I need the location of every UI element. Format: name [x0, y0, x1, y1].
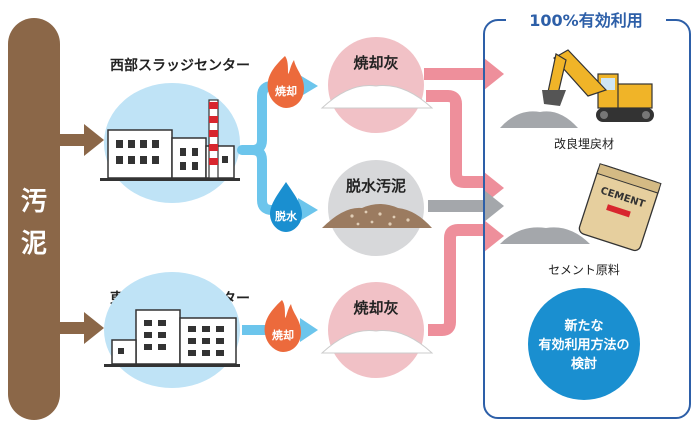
cement-material-label: セメント原料 — [548, 263, 620, 277]
west-center-illustration — [100, 83, 240, 203]
west-center-label: 西部スラッジセンター — [110, 57, 250, 74]
west-ash-label: 焼却灰 — [353, 54, 398, 72]
utilization-title: 100%有効利用 — [529, 11, 642, 30]
sludge-arrow-west — [58, 124, 104, 156]
east-center-illustration — [104, 272, 240, 388]
new-methods-line-1: 新たな — [564, 318, 603, 334]
cement-bag-icon: CEMENT — [500, 163, 662, 252]
flame-icon: 焼却 — [264, 300, 301, 352]
sludge-label-2: 泥 — [21, 229, 47, 259]
sludge-trunk: 汚 泥 — [8, 18, 60, 420]
incineration-label-east: 焼却 — [272, 328, 294, 342]
ash-to-cement-arrow — [426, 90, 504, 204]
soil-improvement-label: 改良埋戻材 — [554, 136, 614, 151]
dewatered-sludge-circle: 脱水汚泥 — [322, 160, 432, 256]
new-methods-line-2: 有効利用方法の — [538, 337, 629, 353]
new-methods-line-3: 検討 — [571, 356, 597, 372]
east-ash-to-cement-arrow — [428, 220, 504, 336]
dewatered-to-cement-arrow — [428, 190, 504, 222]
west-dewater-arrowhead — [298, 198, 318, 222]
utilization-frame: 100%有効利用 — [483, 10, 691, 419]
dewatered-sludge-label: 脱水汚泥 — [346, 177, 406, 195]
dewatering-label: 脱水 — [275, 209, 298, 223]
west-ash-circle: 焼却灰 — [320, 37, 434, 133]
new-methods-circle: 新たな 有効利用方法の 検討 — [528, 288, 640, 400]
excavator-icon — [500, 49, 654, 128]
water-drop-icon: 脱水 — [270, 182, 302, 232]
east-ash-label: 焼却灰 — [353, 299, 398, 317]
sludge-arrow-east — [58, 312, 104, 344]
east-ash-circle: 焼却灰 — [320, 282, 434, 378]
flame-icon: 焼却 — [267, 56, 304, 108]
sludge-label-1: 汚 — [21, 187, 47, 217]
ash-to-soil-arrow — [424, 58, 504, 90]
incineration-label-west: 焼却 — [275, 84, 297, 98]
